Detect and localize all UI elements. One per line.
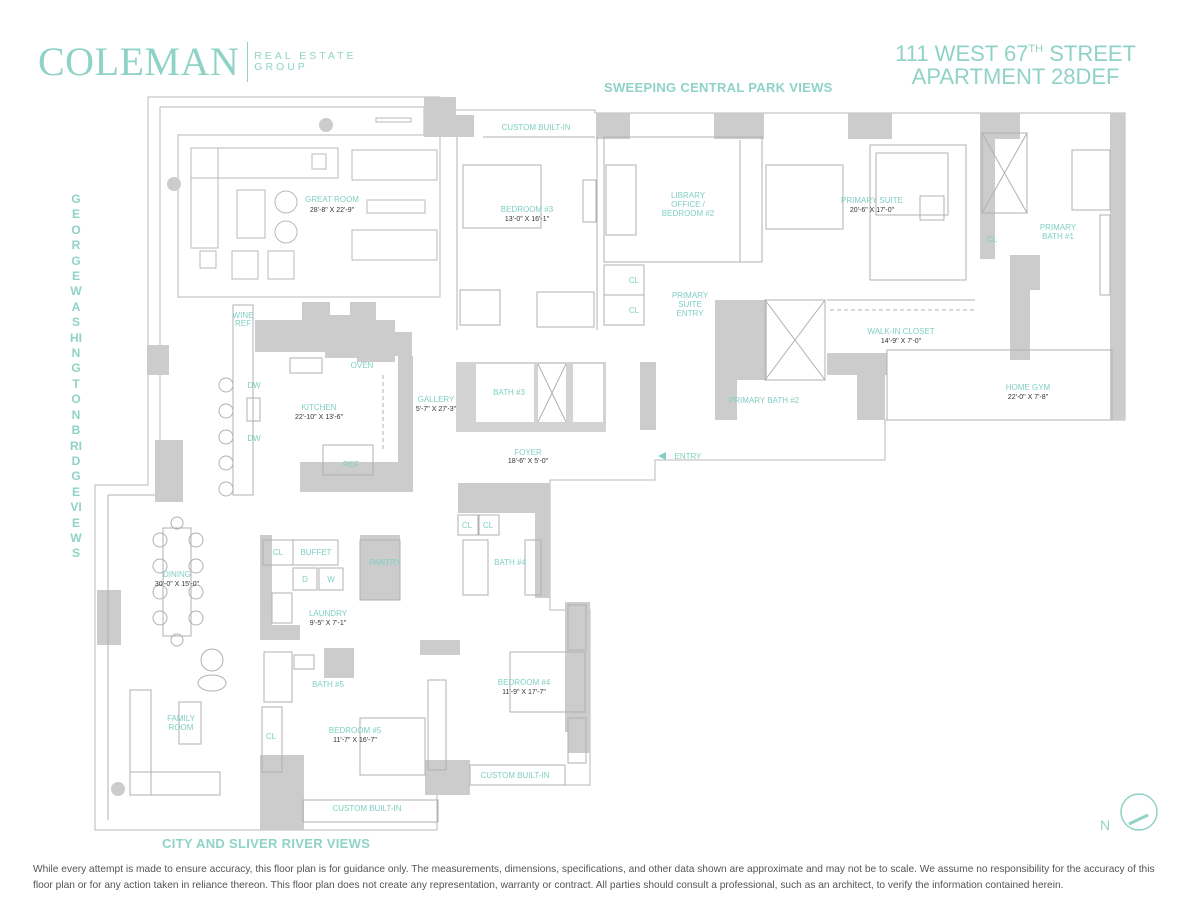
address-ordinal: TH (1028, 43, 1044, 55)
label-dw-1: DW (247, 381, 261, 390)
dim-home-gym: 22'-0" X 7'-8" (1008, 394, 1049, 401)
label-primary-bath1-2: BATH #1 (1042, 232, 1074, 241)
address-line2: APARTMENT 28DEF (911, 64, 1120, 89)
compass-north-label: N (1100, 817, 1110, 833)
label-family-room-2: ROOM (169, 723, 194, 732)
label-bedroom4: BEDROOM #4 (498, 678, 551, 687)
label-bath5: BATH #5 (312, 680, 344, 689)
label-foyer: FOYER (514, 448, 542, 457)
label-bath4: BATH #4 (494, 558, 526, 567)
address-street-number: 111 WEST 67 (895, 41, 1029, 66)
dim-kitchen: 22'-10" X 13'-6" (295, 414, 344, 421)
label-library-3: BEDROOM #2 (662, 209, 715, 218)
brand-subtitle: REAL ESTATE GROUP (254, 51, 356, 73)
label-custom-builtin-top: CUSTOM BUILT-IN (501, 123, 570, 132)
label-bath3: BATH #3 (493, 388, 525, 397)
label-cl-bed5: CL (266, 732, 277, 741)
label-entry: ENTRY (675, 452, 703, 461)
label-dining: DINING (163, 570, 191, 579)
dim-laundry: 9'-5" X 7'-1" (310, 620, 347, 627)
label-custom-builtin-b5: CUSTOM BUILT-IN (332, 804, 401, 813)
label-wine-ref-1: WINE (233, 311, 254, 320)
disclaimer-text: While every attempt is made to ensure ac… (33, 864, 1155, 891)
brand-sub-line2: GROUP (254, 61, 308, 73)
dim-great-room: 28'-8" X 22'-9" (310, 207, 355, 214)
label-kitchen: KITCHEN (301, 403, 336, 412)
view-label-top: SWEEPING CENTRAL PARK VIEWS (604, 80, 833, 95)
label-custom-builtin-b4: CUSTOM BUILT-IN (480, 771, 549, 780)
dim-gallery: 5'-7" X 27'-3" (416, 406, 457, 413)
label-buffet: BUFFET (300, 548, 331, 557)
label-suite-entry-2: SUITE (678, 300, 702, 309)
address-line1: 111 WEST 67TH STREET (895, 38, 1136, 65)
dim-bedroom3: 13'-0" X 16'-1" (505, 216, 550, 223)
brand-logo: COLEMAN REAL ESTATE GROUP (38, 42, 357, 82)
label-wine-ref-2: REF (235, 319, 251, 328)
dim-bedroom4: 11'-9" X 17'-7" (502, 689, 546, 696)
label-bedroom5: BEDROOM #5 (329, 726, 382, 735)
label-home-gym: HOME GYM (1006, 383, 1051, 392)
north-compass-icon: N (1100, 793, 1158, 833)
brand-sub-line1: REAL ESTATE (254, 50, 357, 62)
label-laundry: LAUNDRY (309, 609, 348, 618)
label-library-2: OFFICE / (671, 200, 706, 209)
label-gallery: GALLERY (418, 395, 455, 404)
label-suite-entry-3: ENTRY (677, 309, 705, 318)
label-cl-bath4-a: CL (462, 521, 473, 530)
dim-bedroom5: 11'-7" X 16'-7" (333, 737, 377, 744)
dim-foyer: 18'-6" X 5'-0" (508, 458, 549, 465)
label-oven: OVEN (351, 361, 374, 370)
label-bedroom3: BEDROOM #3 (501, 205, 554, 214)
label-cl-pb1: CL (987, 235, 998, 244)
label-washer: W (327, 575, 335, 584)
label-suite-entry-1: PRIMARY (672, 291, 709, 300)
label-primary-bath1-1: PRIMARY (1040, 223, 1077, 232)
label-cl-bath4-b: CL (483, 521, 494, 530)
view-label-bottom: CITY AND SLIVER RIVER VIEWS (162, 836, 371, 851)
view-label-left: GEORGE WASHINGTON BRIDGE VIEWS (70, 192, 84, 561)
label-great-room: GREAT ROOM (305, 195, 359, 204)
label-cl-laundry: CL (273, 548, 284, 557)
dim-dining: 30'-0" X 15'-0" (155, 581, 200, 588)
dim-primary-suite: 20'-6" X 17'-0" (850, 207, 895, 214)
label-dw-2: DW (247, 434, 261, 443)
label-pantry: PANTRY (369, 558, 401, 567)
label-primary-suite: PRIMARY SUITE (841, 196, 903, 205)
address-street-suffix: STREET (1043, 41, 1136, 66)
label-cl-entry-1: CL (629, 276, 640, 285)
label-primary-bath2: PRIMARY BATH #2 (729, 396, 800, 405)
label-cl-entry-2: CL (629, 306, 640, 315)
label-ref: REF (343, 460, 359, 469)
entry-arrow-icon (658, 452, 666, 460)
dim-walkin-closet: 14'-9" X 7'-0" (881, 338, 922, 345)
brand-divider (247, 42, 249, 82)
label-dryer: D (302, 575, 308, 584)
label-family-room-1: FAMILY (167, 714, 196, 723)
label-walkin-closet: WALK-IN CLOSET (867, 327, 934, 336)
label-library-1: LIBRARY (671, 191, 706, 200)
brand-name: COLEMAN (38, 39, 240, 84)
property-address: 111 WEST 67TH STREET APARTMENT 28DEF (895, 38, 1136, 88)
